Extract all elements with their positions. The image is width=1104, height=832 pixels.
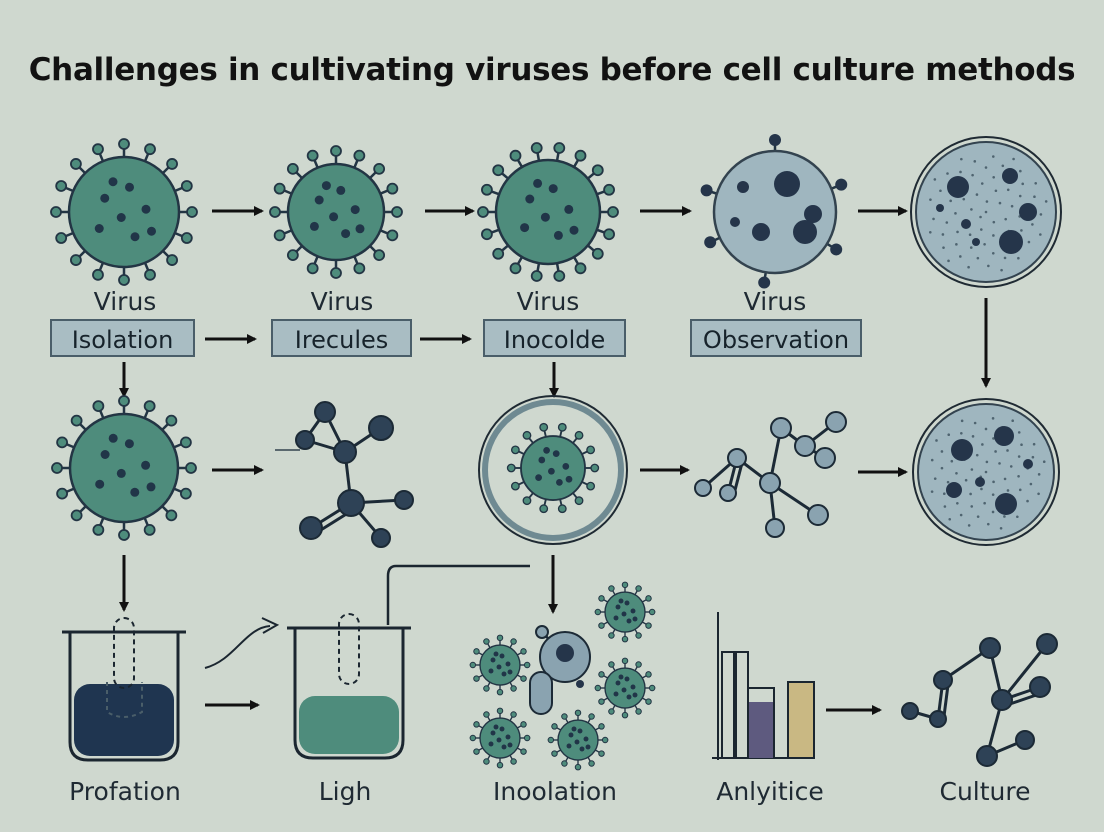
virus-small-icon-5 <box>547 709 609 771</box>
diagram-title: Challenges in cultivating viruses before… <box>28 52 1076 88</box>
virus-in-cell-icon <box>506 422 600 514</box>
petri-dish-icon-1 <box>910 136 1062 288</box>
virus-small-icon-2 <box>594 581 656 643</box>
curved-arrow <box>204 617 280 669</box>
molecule-icon-1 <box>295 401 414 548</box>
virus-small-icon-1 <box>469 634 531 696</box>
connector-line <box>386 564 530 625</box>
observation-cell-icon <box>700 134 848 289</box>
virus-icon-4 <box>51 395 197 541</box>
virus-icon-3 <box>477 142 619 282</box>
virus-label-4: Virus <box>743 287 807 316</box>
virus-icon-1 <box>50 138 198 286</box>
virus-small-icon-3 <box>594 657 656 719</box>
inocolde-box: Inocolde <box>483 319 626 357</box>
irecules-box: Irecules <box>271 319 412 357</box>
molecule-icon-3 <box>901 633 1058 767</box>
anlyitice-label: Anlyitice <box>716 777 824 806</box>
virus-label-1: Virus <box>93 287 157 316</box>
virus-label-3: Virus <box>516 287 580 316</box>
isolation-box: Isolation <box>50 319 195 357</box>
virus-icon-2 <box>269 145 403 279</box>
bar-chart-icon <box>712 612 815 760</box>
virus-label-2: Virus <box>310 287 374 316</box>
observation-box: Observation <box>690 319 862 357</box>
molecule-icon-2 <box>694 411 847 538</box>
small-cell-icon <box>529 625 591 715</box>
beaker-icon-1 <box>62 617 186 762</box>
culture-label: Culture <box>939 777 1031 806</box>
petri-dish-icon-2 <box>912 398 1060 546</box>
virus-small-icon-4 <box>469 707 531 769</box>
beaker-icon-2 <box>287 613 411 760</box>
profation-label: Profation <box>69 777 181 806</box>
inoolation-label: Inoolation <box>493 777 617 806</box>
ligh-label: Ligh <box>318 777 372 806</box>
